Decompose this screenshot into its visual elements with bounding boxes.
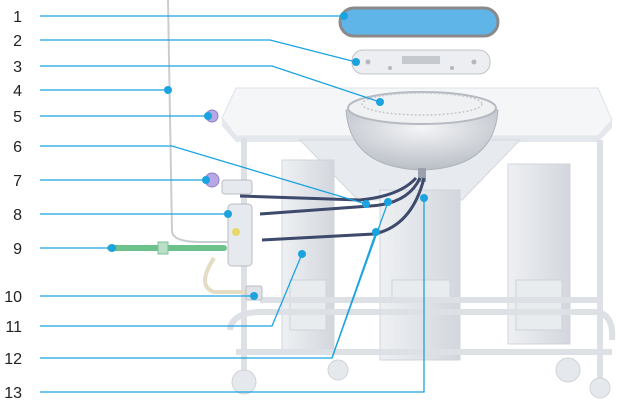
leader-line-2	[40, 40, 360, 66]
leader-line-7	[40, 176, 210, 184]
callout-number-5: 5	[13, 109, 22, 126]
callout-number-4: 4	[13, 83, 22, 100]
callout-number-3: 3	[13, 59, 22, 76]
callout-number-7: 7	[13, 173, 22, 190]
callout-number-10: 10	[4, 289, 22, 306]
callout-number-1: 1	[13, 9, 22, 26]
callout-number-8: 8	[13, 207, 22, 224]
callout-number-13: 13	[4, 385, 22, 402]
callout-number-11: 11	[5, 319, 22, 336]
leader-line-9	[40, 244, 116, 252]
callout-number-6: 6	[13, 139, 22, 156]
leader-line-5	[40, 112, 212, 120]
basin-rim	[348, 92, 496, 124]
callout-number-12: 12	[4, 351, 22, 368]
callout-numbers: 1 2 3 4 5 6 7 8 9 10 11 12 13	[4, 9, 22, 402]
leader-line-1	[40, 12, 348, 20]
leader-line-8	[40, 210, 232, 218]
equipment-illustration	[110, 0, 612, 398]
center-cabinet	[380, 190, 460, 360]
callout-number-9: 9	[13, 241, 22, 258]
lid	[340, 8, 498, 36]
callout-number-2: 2	[13, 33, 22, 50]
leader-line-4	[40, 86, 172, 94]
leader-line-12	[40, 198, 392, 358]
